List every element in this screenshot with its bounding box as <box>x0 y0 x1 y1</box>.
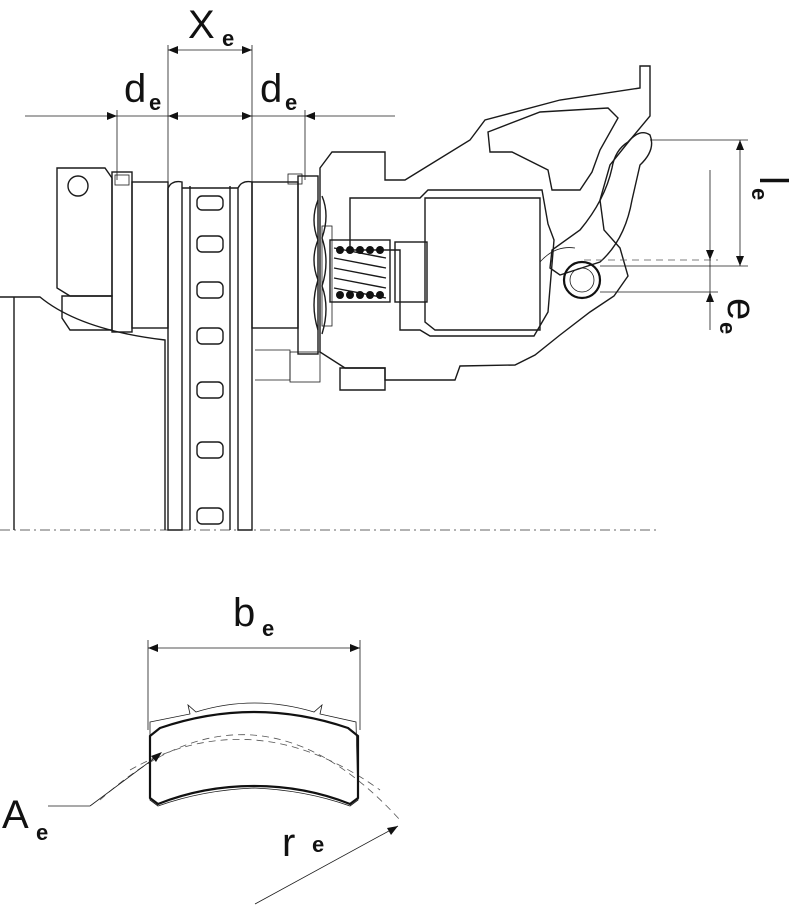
dimension-lines-top <box>25 45 395 530</box>
label-b-e: b e <box>233 591 274 641</box>
actuating-lever <box>539 132 653 300</box>
label-l: l <box>751 176 795 185</box>
dimension-r-e <box>254 825 399 905</box>
label-a-subscript: e <box>36 820 48 845</box>
label-l-subscript: e <box>747 188 772 200</box>
label-d-e-left: d e <box>124 67 161 115</box>
pad-friction-lining <box>148 710 360 806</box>
label-e: e <box>719 298 763 320</box>
label-r-subscript: e <box>312 832 324 857</box>
label-d-right-subscript: e <box>285 90 297 115</box>
return-spring <box>329 239 391 303</box>
brake-pad-left-section <box>111 171 169 333</box>
dimension-lines-right <box>584 139 748 330</box>
mounting-bracket <box>289 351 386 391</box>
label-x: X <box>188 3 215 47</box>
label-d-right: d <box>260 67 282 111</box>
brake-disc-section <box>167 180 253 531</box>
label-b-subscript: e <box>262 616 274 641</box>
pad-backing-plate <box>149 702 359 807</box>
label-b: b <box>233 591 255 635</box>
label-d-left: d <box>124 67 146 111</box>
radius-arc-outer <box>99 734 401 821</box>
disc-vent-slots <box>196 195 224 525</box>
dimension-b-e <box>147 640 361 730</box>
radius-arc-inner <box>129 739 381 791</box>
label-r: r <box>282 821 295 865</box>
carrier-block-left <box>56 167 113 331</box>
label-a: A <box>2 793 29 837</box>
caliper-housing <box>319 65 651 381</box>
caliper-section-view: X e d e d e l e e e <box>0 3 795 531</box>
wheel-hub <box>0 296 660 531</box>
label-d-left-subscript: e <box>149 90 161 115</box>
brake-pad-right-section <box>251 173 319 381</box>
brake-pad-front-view: b e A e r e <box>2 591 401 905</box>
label-x-e: X e <box>188 3 234 51</box>
label-l-e: l e <box>747 176 795 200</box>
label-r-e: r e <box>282 821 324 865</box>
piston-seal-boot <box>313 195 333 335</box>
label-e-subscript: e <box>715 322 740 334</box>
label-x-subscript: e <box>222 26 234 51</box>
label-d-e-right: d e <box>260 67 297 115</box>
label-a-e: A e <box>2 793 48 845</box>
label-e-e: e e <box>715 298 763 334</box>
caliper-piston <box>394 197 541 331</box>
